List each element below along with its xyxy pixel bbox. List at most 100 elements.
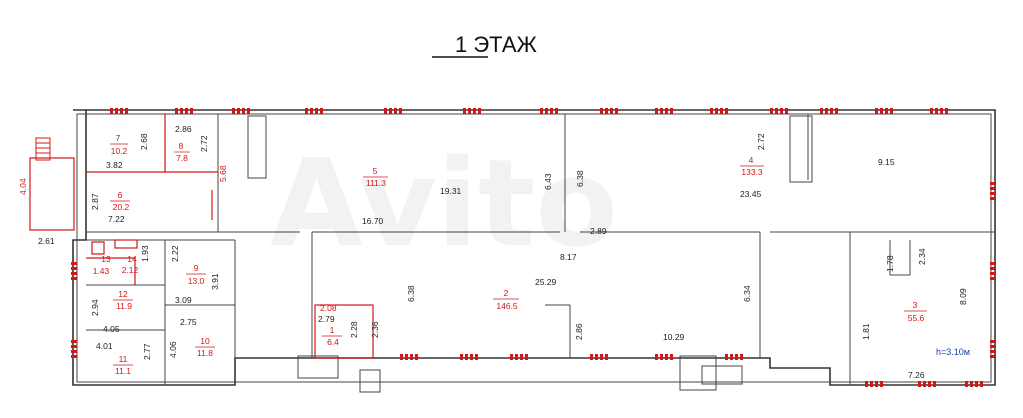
window-pane <box>405 354 408 360</box>
dim-4-05: 4.05 <box>103 324 120 334</box>
room-10: 10 11.8 <box>195 336 215 358</box>
floor-title: 1 ЭТАЖ <box>455 32 538 57</box>
dim-25-29: 25.29 <box>535 277 557 287</box>
window-pane <box>71 345 77 348</box>
dim-3-91: 3.91 <box>210 273 220 290</box>
window-pane <box>415 354 418 360</box>
window-pane <box>990 355 996 358</box>
svg-text:1.43: 1.43 <box>93 266 110 276</box>
window-pane <box>725 108 728 114</box>
outer-walls <box>72 109 996 386</box>
watermark: Avito <box>270 135 618 274</box>
svg-text:13: 13 <box>101 254 111 264</box>
room-5: 5 111.3 <box>363 166 388 188</box>
window-pane <box>660 354 663 360</box>
dim-2-77: 2.77 <box>142 343 152 360</box>
window-pane <box>825 108 828 114</box>
dim-2-08: 2.08 <box>320 303 337 313</box>
window-pane <box>555 108 558 114</box>
window-pane <box>990 267 996 270</box>
room-11: 11 11.1 <box>113 354 133 376</box>
window-pane <box>399 108 402 114</box>
window-pane <box>550 108 553 114</box>
window-pane <box>110 108 113 114</box>
window-pane <box>715 108 718 114</box>
dim-2-86: 2.86 <box>175 124 192 134</box>
svg-text:20.2: 20.2 <box>113 202 130 212</box>
window-pane <box>540 108 543 114</box>
dim-2-79: 2.79 <box>318 314 335 324</box>
room-12: 12 11.9 <box>113 289 133 311</box>
room-9: 9 13.0 <box>186 263 206 286</box>
svg-text:10.2: 10.2 <box>111 146 128 156</box>
window-pane <box>310 108 313 114</box>
window-pane <box>394 108 397 114</box>
svg-text:5: 5 <box>373 166 378 176</box>
room-4: 4 133.3 <box>740 155 764 177</box>
dim-10-29: 10.29 <box>663 332 685 342</box>
window-pane <box>384 108 387 114</box>
window-pane <box>990 197 996 200</box>
dim-2-72-b: 2.72 <box>756 133 766 150</box>
room-labels: 7 10.2 8 7.8 6 20.2 5 111.3 4 133.3 13 1… <box>93 133 927 376</box>
dim-2-22: 2.22 <box>170 245 180 262</box>
window-pane <box>600 108 603 114</box>
window-pane <box>880 108 883 114</box>
window-pane <box>71 277 77 280</box>
window-pane <box>190 108 193 114</box>
window-pane <box>655 108 658 114</box>
window-pane <box>410 354 413 360</box>
window-pane <box>237 108 240 114</box>
window-pane <box>478 108 481 114</box>
window-pane <box>320 108 323 114</box>
window-pane <box>525 354 528 360</box>
window-pane <box>940 108 943 114</box>
svg-text:55.6: 55.6 <box>908 313 925 323</box>
window-pane <box>990 182 996 185</box>
dim-1-93: 1.93 <box>140 245 150 262</box>
window-pane <box>515 354 518 360</box>
window-pane <box>71 262 77 265</box>
dim-6-43: 6.43 <box>543 173 553 190</box>
svg-text:111.3: 111.3 <box>366 178 386 188</box>
room-8: 8 7.8 <box>174 141 190 163</box>
window-pane <box>185 108 188 114</box>
window-pane <box>990 192 996 195</box>
window-pane <box>389 108 392 114</box>
dim-9-15: 9.15 <box>878 157 895 167</box>
stair-left <box>29 137 75 231</box>
window-pane <box>655 354 658 360</box>
dim-2-86-b: 2.86 <box>574 323 584 340</box>
window-pane <box>830 108 833 114</box>
window-pane <box>665 108 668 114</box>
dim-4-06: 4.06 <box>168 341 178 358</box>
svg-text:12: 12 <box>118 289 128 299</box>
dim-8-17: 8.17 <box>560 252 577 262</box>
window-pane <box>600 354 603 360</box>
dim-8-09: 8.09 <box>958 288 968 305</box>
svg-text:8: 8 <box>179 141 184 151</box>
dim-23-45: 23.45 <box>740 189 762 199</box>
window-pane <box>315 108 318 114</box>
window-pane <box>775 108 778 114</box>
window-pane <box>71 267 77 270</box>
svg-text:2.12: 2.12 <box>122 265 139 275</box>
window-pane <box>725 354 728 360</box>
svg-text:7: 7 <box>116 133 121 143</box>
window-pane <box>242 108 245 114</box>
window-pane <box>935 108 938 114</box>
svg-text:11.1: 11.1 <box>115 366 131 376</box>
svg-text:1: 1 <box>330 325 335 335</box>
window-pane <box>473 108 476 114</box>
window-pane <box>175 108 178 114</box>
window-pane <box>990 187 996 190</box>
svg-text:11.9: 11.9 <box>116 301 132 311</box>
window-pane <box>770 108 773 114</box>
window-pane <box>71 350 77 353</box>
window-pane <box>660 108 663 114</box>
window-pane <box>730 354 733 360</box>
dim-4-04: 4.04 <box>18 178 28 195</box>
svg-text:11: 11 <box>119 354 128 364</box>
window-pane <box>945 108 948 114</box>
